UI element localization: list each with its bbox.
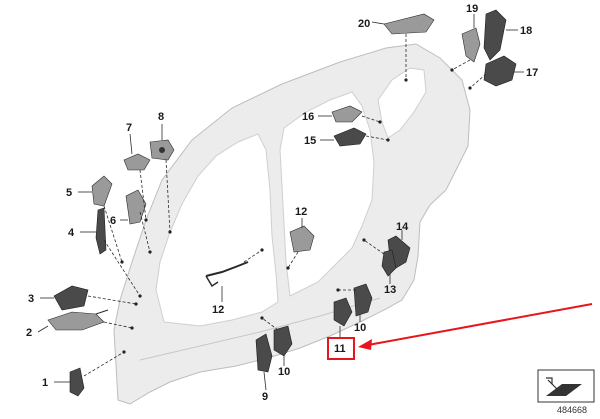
callout-15[interactable]: 14: [396, 221, 409, 233]
callout-1[interactable]: 1: [42, 377, 48, 389]
reference-number: 484668: [557, 405, 587, 415]
part-11[interactable]: [333, 297, 353, 327]
part-10-upper[interactable]: [353, 283, 373, 317]
part-1[interactable]: [69, 367, 85, 397]
callout-10-lower[interactable]: 10: [278, 366, 290, 378]
part-5[interactable]: [91, 175, 113, 207]
callout-2[interactable]: 2: [26, 327, 32, 339]
callout-19[interactable]: 18: [520, 25, 532, 37]
callout-4[interactable]: 4: [68, 227, 75, 239]
part-9[interactable]: [255, 333, 273, 373]
body-side-frame: [113, 43, 471, 405]
highlight-arrow-head: [358, 339, 372, 350]
part-14[interactable]: [381, 249, 397, 277]
attachment-dots: [120, 68, 472, 354]
callout-14[interactable]: 13: [384, 284, 396, 296]
callout-18[interactable]: 17: [526, 67, 538, 79]
callout-11[interactable]: 11: [334, 343, 346, 355]
part-3[interactable]: [53, 285, 89, 311]
callout-6[interactable]: 6: [110, 215, 116, 227]
callout-17[interactable]: 16: [302, 111, 314, 123]
part-18[interactable]: [483, 55, 517, 87]
callout-21[interactable]: 20: [358, 18, 370, 30]
callout-5[interactable]: 5: [66, 187, 72, 199]
highlight-arrow-line: [367, 303, 593, 346]
part-7[interactable]: [123, 153, 151, 171]
part-16[interactable]: [333, 127, 367, 147]
callout-3[interactable]: 3: [28, 293, 34, 305]
callout-7[interactable]: 7: [126, 122, 132, 134]
part-19[interactable]: [483, 9, 507, 61]
part-17[interactable]: [331, 105, 363, 123]
part-4[interactable]: [95, 207, 107, 255]
callout-13[interactable]: 12: [295, 206, 307, 218]
highlight-box: [327, 337, 355, 360]
part-21[interactable]: [383, 13, 435, 35]
part-10-lower[interactable]: [273, 325, 293, 357]
highlight-annotation: [327, 303, 593, 360]
callout-20[interactable]: 19: [466, 3, 478, 15]
callout-16[interactable]: 15: [304, 135, 316, 147]
callout-9[interactable]: 9: [262, 391, 268, 403]
callout-8[interactable]: 8: [158, 111, 164, 123]
reference-icon: [537, 369, 595, 403]
part-6[interactable]: [125, 189, 147, 225]
part-2[interactable]: [47, 309, 109, 331]
part-12[interactable]: [205, 261, 249, 288]
callout-labels: 20 19 18 17 16 15 14 13 12 12 10 11 10 9…: [26, 3, 538, 403]
part-8[interactable]: [149, 139, 175, 161]
callout-10-upper[interactable]: 10: [354, 322, 366, 334]
leader-lines: [37, 14, 524, 391]
callout-12[interactable]: 12: [212, 304, 224, 316]
part-20[interactable]: [461, 27, 481, 63]
